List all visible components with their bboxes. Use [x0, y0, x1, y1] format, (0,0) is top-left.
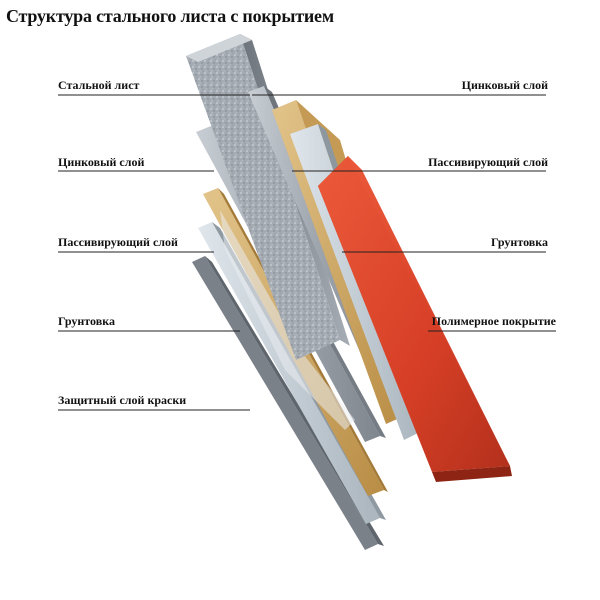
left-label-passivation-layer: Пассивирующий слой: [58, 235, 178, 249]
left-leader-lines: [58, 94, 250, 411]
right-polymer-layer: [318, 156, 512, 482]
page-title: Структура стального листа с покрытием: [6, 6, 334, 26]
left-label-zinc-layer: Цинковый слой: [58, 155, 145, 169]
right-label-polymer-coating: Полимерное покрытие: [431, 314, 556, 328]
right-label-passivation-layer: Пассивирующий слой: [428, 155, 548, 169]
left-label-protective-paint: Защитный слой краски: [58, 393, 187, 407]
left-label-primer: Грунтовка: [58, 314, 115, 328]
left-label-steel-sheet: Стальной лист: [58, 78, 140, 92]
right-leader-lines: [252, 94, 556, 332]
right-label-primer: Грунтовка: [491, 235, 548, 249]
right-label-zinc-layer: Цинковый слой: [461, 78, 548, 92]
